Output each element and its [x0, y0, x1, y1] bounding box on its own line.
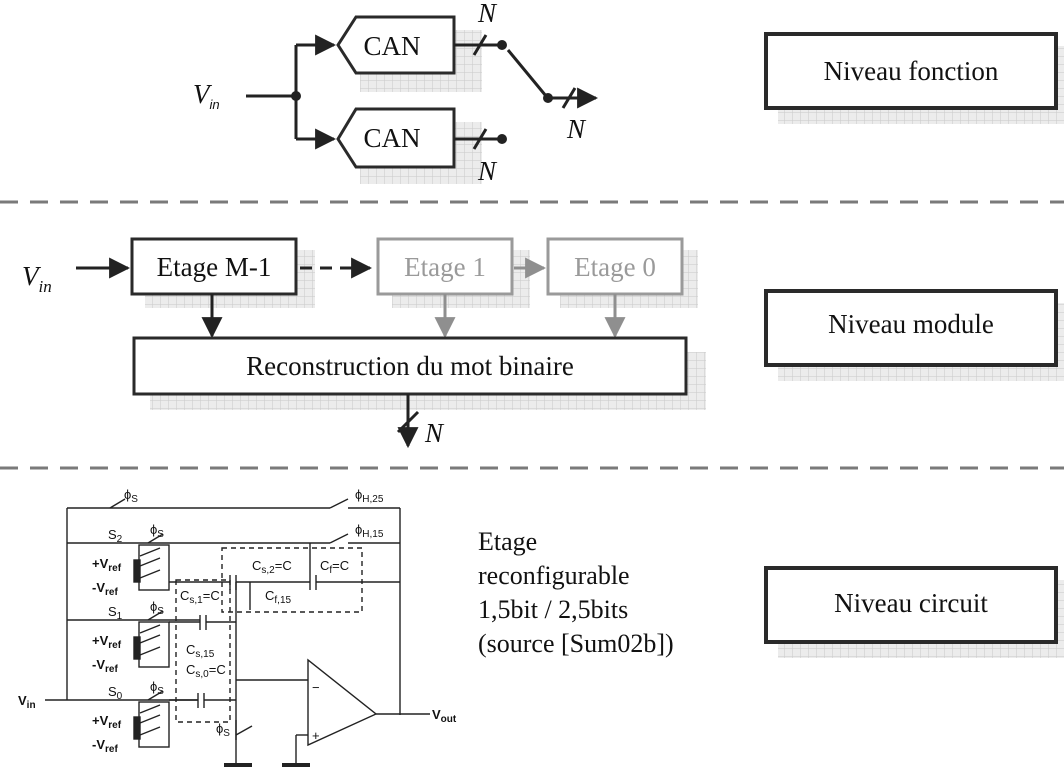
- svg-text:+: +: [312, 728, 320, 743]
- svg-text:Cf,15: Cf,15: [265, 588, 292, 606]
- svg-text:N: N: [477, 0, 498, 28]
- svg-text:N: N: [477, 156, 498, 186]
- svg-text:Vout: Vout: [432, 707, 457, 725]
- svg-text:Cs,15: Cs,15: [186, 642, 215, 660]
- circuit-description: Etage reconfigurable 1,5bit / 2,5bits (s…: [478, 525, 738, 661]
- selector-switch: [506, 49, 548, 97]
- svg-text:ϕS: ϕS: [150, 599, 164, 617]
- circuit-schematic: [45, 498, 430, 767]
- svg-text:Vin: Vin: [18, 693, 36, 711]
- stage-1: [376, 237, 514, 296]
- svg-text:+Vref: +Vref: [92, 633, 122, 651]
- svg-text:-Vref: -Vref: [92, 657, 118, 675]
- svg-text:ϕS: ϕS: [150, 522, 164, 540]
- module-vin: Vin: [22, 261, 52, 296]
- level-function-label: Niveau fonction: [824, 56, 999, 86]
- reconstruction-block: [132, 336, 688, 396]
- svg-text:Etage 0: Etage 0: [574, 252, 656, 282]
- svg-text:-Vref: -Vref: [92, 580, 118, 598]
- svg-text:ϕS: ϕS: [124, 487, 138, 505]
- level-box-module: Niveau module: [764, 289, 1064, 381]
- svg-text:ϕH,15: ϕH,15: [355, 522, 384, 540]
- svg-text:ϕS: ϕS: [150, 679, 164, 697]
- svg-text:Etage M-1: Etage M-1: [157, 252, 272, 282]
- can-block-top: [336, 15, 456, 75]
- svg-text:N: N: [424, 418, 445, 448]
- svg-text:CAN: CAN: [363, 123, 420, 153]
- circuit-labels: ϕS ϕS ϕH,25 ϕH,15 ϕS ϕS ϕS S2 S1 S0 +Vre…: [18, 487, 457, 755]
- svg-text:Cf=C: Cf=C: [320, 558, 349, 576]
- level-box-function: Niveau fonction: [764, 32, 1064, 124]
- description-line-1: Etage: [478, 527, 538, 556]
- level-circuit-label: Niveau circuit: [834, 588, 988, 618]
- svg-text:Cs,0=C: Cs,0=C: [186, 662, 226, 680]
- svg-text:S2: S2: [108, 527, 123, 545]
- description-line-4: (source [Sum02b]): [478, 629, 674, 658]
- svg-text:S0: S0: [108, 684, 123, 702]
- svg-text:S1: S1: [108, 604, 123, 622]
- stage-m-1: [130, 237, 298, 296]
- svg-text:CAN: CAN: [363, 31, 420, 61]
- svg-text:N: N: [566, 114, 587, 144]
- svg-text:ϕS: ϕS: [216, 721, 230, 739]
- module-level-diagram: Vin Etage M-1 Etage 1 Etage 0 Reconstruc…: [22, 237, 706, 449]
- stage-0: [546, 237, 684, 296]
- svg-text:−: −: [312, 680, 320, 695]
- level-box-circuit: Niveau circuit: [764, 566, 1064, 658]
- svg-text:+Vref: +Vref: [92, 713, 122, 731]
- svg-text:Etage 1: Etage 1: [404, 252, 486, 282]
- svg-text:ϕH,25: ϕH,25: [355, 487, 384, 505]
- svg-text:Cs,2=C: Cs,2=C: [252, 558, 292, 576]
- description-line-3: 1,5bit / 2,5bits: [478, 595, 629, 624]
- svg-text:Reconstruction du mot binaire: Reconstruction du mot binaire: [246, 351, 574, 381]
- svg-text:+Vref: +Vref: [92, 556, 122, 574]
- can-block-bottom: [336, 107, 456, 169]
- function-vin: Vin: [193, 79, 220, 112]
- level-module-label: Niveau module: [828, 309, 994, 339]
- svg-text:Cs,1=C: Cs,1=C: [180, 588, 220, 606]
- function-level-diagram: Vin CAN N CAN N N: [193, 0, 599, 186]
- description-line-2: reconfigurable: [478, 561, 630, 590]
- svg-text:-Vref: -Vref: [92, 737, 118, 755]
